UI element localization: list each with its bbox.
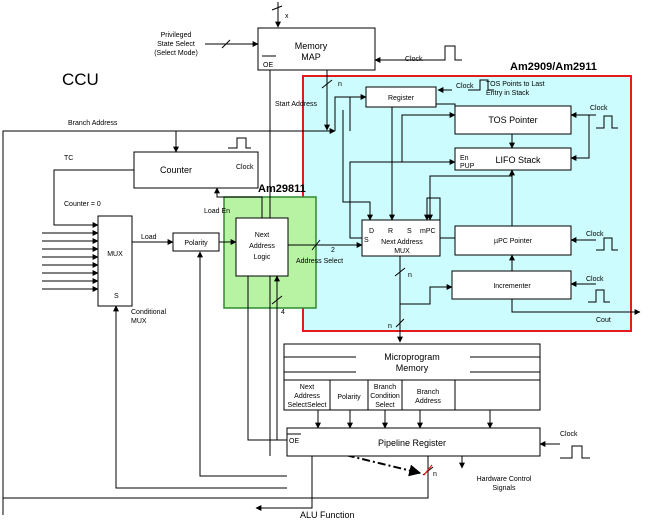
polarity-block (172, 232, 220, 252)
memory-map-label-1: Memory (295, 41, 328, 51)
n-label-map: n (338, 81, 342, 88)
field-branch-address-2: Address (415, 398, 441, 405)
mux-select-s: S (364, 237, 369, 244)
lifo-stack-block (454, 147, 572, 171)
field-polarity: Polarity (337, 394, 361, 401)
clock-label-upc: Clock (586, 231, 604, 238)
mux-input-d: D (369, 228, 374, 235)
tc-label: TC (64, 155, 73, 162)
memory-map-oe: OE (263, 62, 273, 69)
microprogram-memory-label-1: Microprogram (384, 352, 440, 362)
privileged-label-1: Privileged (161, 32, 192, 39)
pipeline-oe: OE (289, 438, 299, 445)
am29811-label: Am29811 (258, 183, 306, 195)
cout-label: Cout (596, 317, 611, 324)
field-next-address-2: Address (294, 393, 320, 400)
pipeline-register-block (286, 427, 541, 457)
field-branch-condition-3: Select (375, 402, 395, 409)
nal-label-3: Logic (254, 254, 271, 261)
alu-function-label: ALU Function (300, 510, 355, 520)
load-label: Load (141, 234, 157, 241)
clock-label-incrementer: Clock (586, 276, 604, 283)
clock-glyphs (228, 45, 618, 459)
clock-label-counter: Clock (236, 164, 254, 171)
field-branch-condition-1: Branch (374, 384, 396, 391)
pipeline-register-label: Pipeline Register (378, 438, 446, 448)
microprogram-memory-label-2: Memory (396, 363, 429, 373)
bus-width-marker (423, 464, 433, 476)
memory-map-block (257, 27, 376, 71)
hardware-control-label-1: Hardware Control (477, 476, 532, 483)
n-label-pipeline: n (433, 471, 437, 478)
two-label: 2 (331, 247, 335, 254)
field-next-address-1: Next (300, 384, 314, 391)
mux-label: MUX (107, 251, 123, 258)
clock-label-tos: Clock (590, 105, 608, 112)
lifo-pup: PUP (460, 163, 475, 170)
counter-label: Counter (160, 165, 192, 175)
register-block (365, 86, 437, 108)
ccu-title: CCU (62, 70, 99, 89)
x-label: x (285, 13, 289, 20)
am2909-label: Am2909/Am2911 (510, 61, 597, 73)
lifo-en: En (460, 155, 469, 162)
privileged-label-2: State Select (157, 41, 195, 48)
clock-label-pipeline: Clock (560, 431, 578, 438)
n-label-memory: n (388, 323, 392, 330)
field-branch-condition-2: Condition (370, 393, 400, 400)
conditional-mux-label-1: Conditional (131, 309, 166, 316)
microprogram-memory-block (283, 343, 541, 411)
field-branch-address-1: Branch (417, 389, 439, 396)
field-next-address-3: SelectSelect (288, 402, 327, 409)
counter-block (133, 151, 259, 189)
next-address-mux-label-1: Next Address (381, 239, 423, 246)
four-label: 4 (281, 309, 285, 316)
n-label-mux: n (408, 272, 412, 279)
upc-pointer-label: µPC Pointer (494, 238, 533, 245)
next-address-logic-block (235, 217, 289, 277)
hardware-control-label-2: Signals (493, 485, 516, 492)
polarity-label: Polarity (184, 240, 208, 247)
lifo-stack-label: LIFO Stack (495, 155, 541, 165)
counter-zero-label: Counter = 0 (64, 201, 101, 208)
next-address-mux-block (361, 219, 441, 257)
register-label: Register (388, 95, 415, 102)
tos-note-line1: TOS Points to Last (486, 81, 545, 88)
mux-s-label: S (114, 293, 119, 300)
clock-label-register: Clock (456, 83, 474, 90)
start-address-label: Start Address (275, 101, 318, 108)
privileged-label-3: (Select Mode) (154, 50, 198, 57)
branch-address-label: Branch Address (68, 120, 118, 127)
nal-label-1: Next (255, 232, 269, 239)
mux-input-s: S (407, 228, 412, 235)
nal-label-2: Address (249, 243, 275, 250)
upc-pointer-block (454, 225, 572, 256)
tos-pointer-label: TOS Pointer (488, 115, 537, 125)
conditional-mux-label-2: MUX (131, 318, 147, 325)
next-address-mux-label-2: MUX (394, 248, 410, 255)
address-select-label: Address Select (296, 258, 343, 265)
incrementer-block (451, 270, 572, 300)
tos-pointer-block (454, 105, 572, 135)
incrementer-label: Incrementer (493, 283, 531, 290)
wires (2, 2, 641, 515)
mux-block (97, 215, 133, 307)
clock-label-memory-map: Clock (405, 56, 423, 63)
mux-input-r: R (388, 228, 393, 235)
mux-input-mpc: mPC (420, 228, 436, 235)
tos-note-line2: Entry in Stack (486, 90, 530, 97)
memory-map-label-2: MAP (301, 52, 321, 62)
load-en-label: Load En (204, 208, 230, 215)
